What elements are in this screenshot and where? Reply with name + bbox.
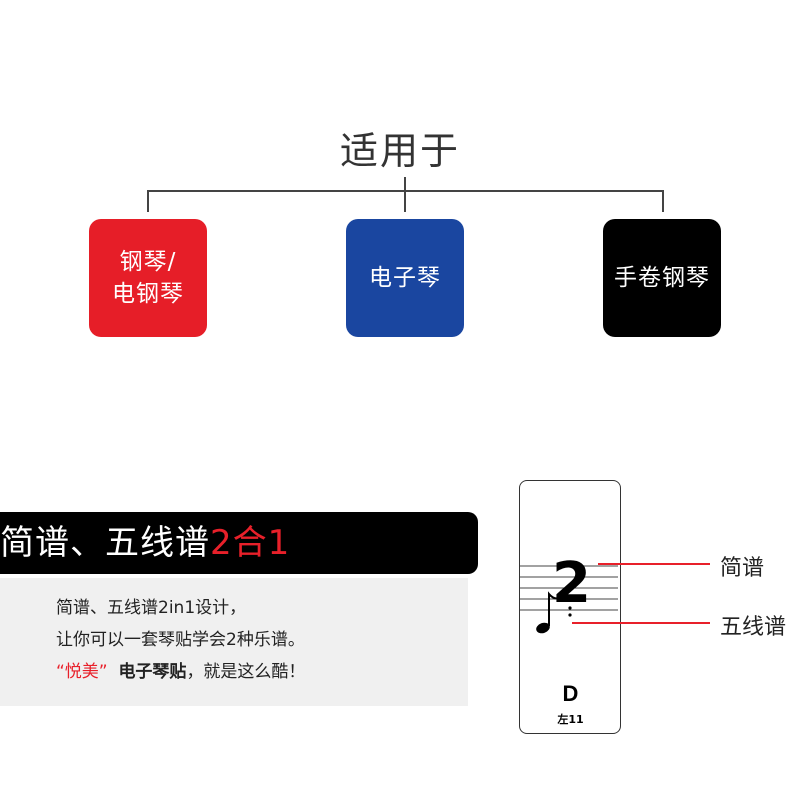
category-label: 电子琴 — [369, 265, 441, 291]
connector-stem — [404, 177, 406, 191]
category-roll-piano: 手卷钢琴 — [603, 219, 721, 337]
feature-banner — [0, 512, 478, 574]
sticker-position: 左11 — [557, 713, 584, 726]
staff-lines — [520, 565, 618, 611]
connector-middle — [404, 190, 406, 212]
category-label: 手卷钢琴 — [614, 265, 710, 291]
banner-main-text: 简谱、五线谱 — [0, 523, 210, 563]
callout-label-staff: 五线谱 — [720, 615, 787, 640]
callout-line-numbered — [598, 563, 710, 565]
description-panel — [0, 578, 468, 706]
category-label: 钢琴/ 电钢琴 — [112, 249, 184, 307]
dot-icon — [568, 613, 572, 617]
banner-accent-text: 2合1 — [210, 523, 291, 563]
description-tail: ，就是这么酷！ — [186, 662, 306, 682]
callout-line-staff — [572, 622, 710, 624]
product-name: 电子琴贴 — [118, 662, 187, 682]
section-title: 适用于 — [339, 129, 460, 173]
description-line-2: 让你可以一套琴贴学会2种乐谱。 — [56, 630, 305, 650]
description-line-1: 简谱、五线谱2in1设计， — [56, 598, 247, 618]
connector-right — [662, 190, 664, 212]
sticker-key-letter: D — [562, 681, 579, 706]
dot-icon — [568, 606, 572, 610]
category-keyboard: 电子琴 — [346, 219, 464, 337]
music-note-icon — [536, 591, 561, 634]
description-line-3: “悦美” 电子琴贴，就是这么酷！ — [56, 660, 305, 684]
callout-label-numbered: 简谱 — [720, 556, 765, 581]
banner-heading: 简谱、五线谱2合1 — [0, 512, 290, 574]
sticker-notation: 2 — [520, 551, 618, 634]
category-piano: 钢琴/ 电钢琴 — [89, 219, 207, 337]
connector-left — [147, 190, 149, 212]
brand-name: “悦美” — [56, 662, 108, 682]
numbered-notation-digit: 2 — [552, 551, 591, 616]
